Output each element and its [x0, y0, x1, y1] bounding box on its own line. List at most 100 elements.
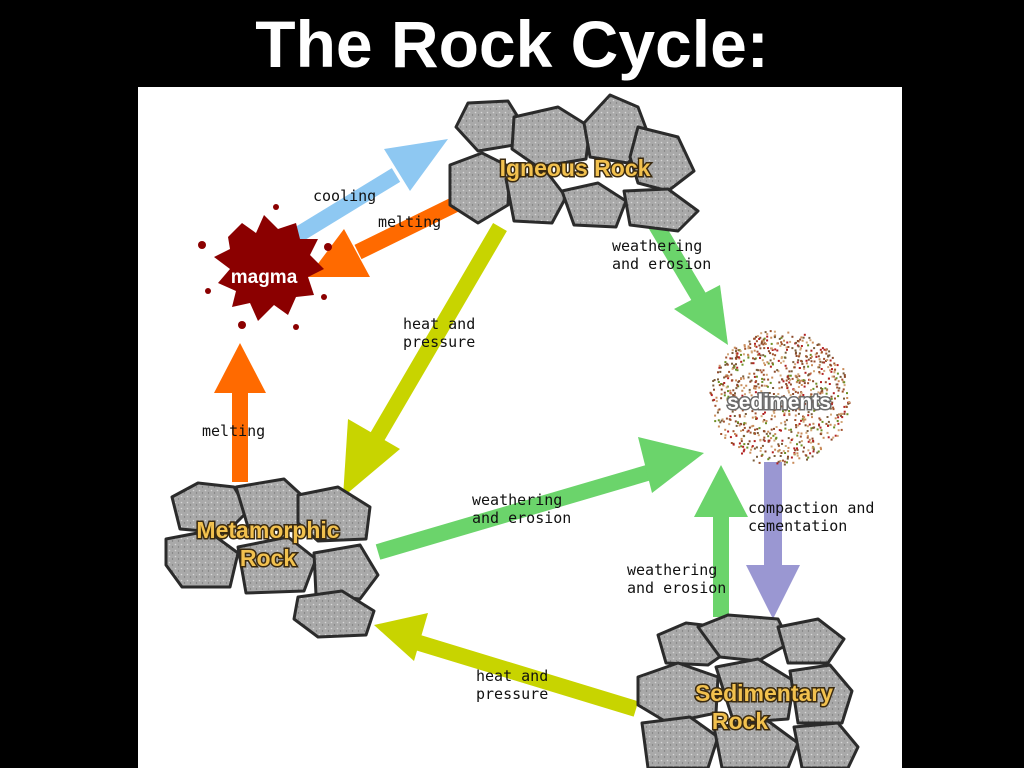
sediment-particle — [753, 358, 756, 361]
sediment-particle — [806, 430, 809, 432]
sediment-particle — [712, 384, 715, 387]
sediment-particle — [787, 389, 790, 392]
sediment-particle — [807, 456, 810, 459]
sediment-particle — [813, 406, 816, 409]
sediment-particle — [810, 389, 812, 392]
sediment-particle — [742, 429, 745, 432]
sediment-particle — [837, 422, 840, 425]
sediment-particle — [740, 429, 742, 432]
sediment-particle — [784, 423, 787, 426]
sediment-particle — [833, 371, 836, 374]
sediment-particle — [832, 436, 835, 439]
sediment-particle — [762, 373, 765, 376]
sediment-particle — [761, 377, 764, 380]
slide-title: The Rock Cycle: — [255, 7, 769, 81]
sediment-particle — [800, 419, 802, 422]
sediment-particle — [836, 434, 839, 437]
sediment-particle — [789, 401, 792, 404]
sediment-particle — [735, 350, 737, 353]
sediment-particle — [837, 389, 840, 392]
sediment-particle — [754, 391, 757, 394]
sediment-particle — [757, 383, 760, 386]
sediment-particle — [755, 417, 758, 420]
sediment-particle — [805, 362, 808, 365]
sediment-particle — [767, 440, 770, 443]
sediment-particle — [806, 435, 809, 438]
sediment-particle — [727, 430, 730, 433]
sediment-particle — [805, 454, 808, 457]
sediment-particle — [836, 364, 839, 367]
sediment-particle — [846, 413, 849, 416]
sediment-particle — [823, 407, 826, 410]
sediment-particle — [727, 353, 729, 356]
sediment-particle — [760, 407, 763, 410]
magma-label: magma — [231, 267, 298, 288]
sediment-particle — [805, 349, 808, 352]
sediment-particle — [747, 356, 750, 359]
sediment-particle — [825, 352, 828, 355]
sediment-particle — [779, 460, 782, 462]
sediment-particle — [810, 393, 813, 396]
sedimentary-rock-label-line2: Rock — [712, 708, 768, 734]
sediment-particle — [825, 392, 828, 395]
sediment-particle — [785, 383, 788, 385]
sediment-particle — [735, 434, 738, 437]
sediment-particle — [765, 422, 767, 425]
sediment-particle — [741, 394, 744, 397]
sediment-particle — [756, 353, 759, 356]
sediment-particle — [810, 427, 813, 430]
sediment-particle — [798, 367, 801, 369]
sediment-particle — [750, 394, 753, 397]
sediment-particle — [810, 360, 813, 363]
sediment-particle — [765, 398, 768, 401]
sediment-particle — [714, 404, 717, 407]
sediment-particle — [747, 376, 750, 379]
sediment-particle — [744, 422, 747, 425]
sediment-particle — [843, 410, 846, 413]
sediment-particle — [756, 432, 759, 434]
sediment-particle — [760, 447, 763, 449]
sediment-particle — [827, 420, 830, 423]
sediment-particle — [755, 368, 758, 371]
sediment-particle — [750, 448, 752, 451]
sediment-particle — [826, 431, 829, 434]
sediment-particle — [763, 394, 766, 397]
sediment-particle — [747, 443, 750, 445]
sediment-particle — [777, 401, 780, 403]
sediment-particle — [770, 437, 773, 440]
sediment-particle — [819, 418, 822, 421]
sediment-particle — [764, 450, 767, 453]
sediment-particle — [796, 454, 799, 457]
sediment-particle — [777, 443, 780, 446]
melting-arrow-igneous — [308, 194, 464, 277]
sediment-particle — [785, 367, 788, 370]
sediment-particle — [745, 400, 748, 403]
sediment-particle — [770, 428, 773, 431]
sediment-particle — [788, 412, 791, 415]
sediment-particle — [826, 359, 829, 361]
sediment-particle — [843, 384, 846, 387]
sediment-particle — [711, 399, 714, 402]
sediment-particle — [831, 356, 834, 359]
sediment-particle — [737, 349, 740, 352]
sediment-particle — [741, 452, 743, 455]
sediment-particle — [797, 431, 800, 434]
sediment-particle — [775, 397, 778, 400]
sediment-particle — [717, 409, 720, 412]
sediment-particle — [821, 372, 824, 375]
sediment-particle — [813, 360, 816, 363]
sediment-particle — [753, 440, 756, 443]
sediment-particle — [786, 387, 789, 390]
sediment-particle — [787, 401, 790, 404]
sediment-particle — [807, 449, 810, 452]
sediment-particle — [763, 378, 766, 381]
sediment-particle — [740, 445, 743, 448]
sediment-particle — [841, 390, 844, 393]
sediment-particle — [734, 420, 737, 423]
sediment-particle — [780, 422, 783, 425]
sedimentary-rock-node: Sedimentary Rock — [636, 613, 860, 768]
sediment-particle — [750, 362, 753, 365]
sediment-particle — [793, 452, 796, 454]
sediment-particle — [768, 439, 771, 442]
sediment-particle — [813, 408, 816, 411]
